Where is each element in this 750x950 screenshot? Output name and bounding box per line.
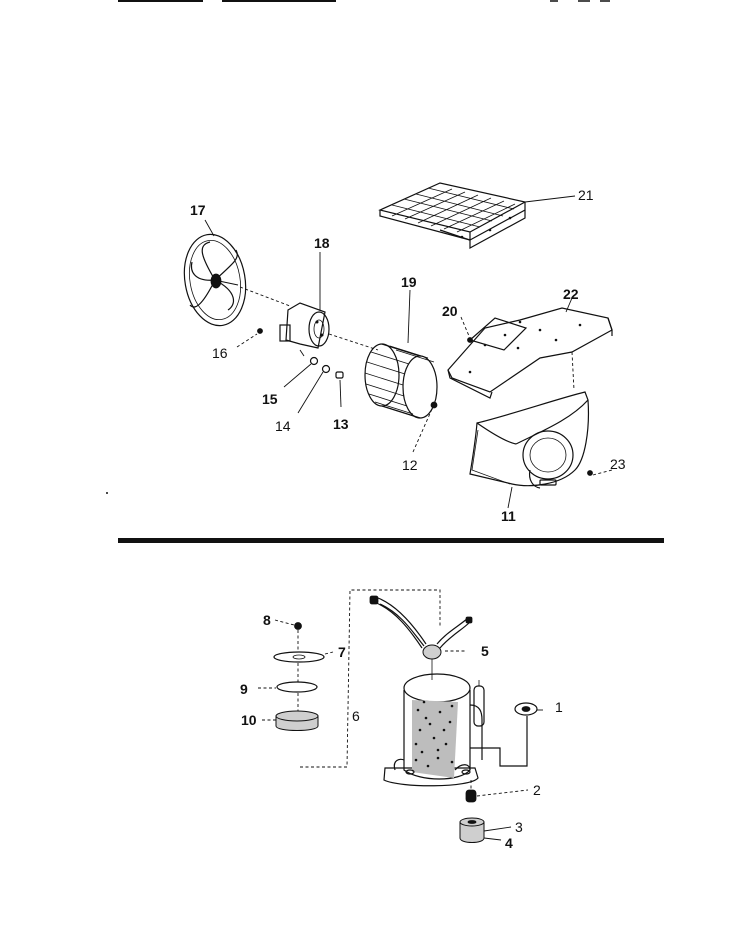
sleeve-part-9 <box>258 663 318 693</box>
callout-15: 15 <box>262 391 278 407</box>
callout-19: 19 <box>401 274 417 290</box>
callout-3: 3 <box>515 819 523 835</box>
nut-part-8 <box>274 619 302 650</box>
callout-1: 1 <box>555 699 563 715</box>
mount-parts-3-4 <box>459 817 512 843</box>
washer-part-7 <box>273 651 334 663</box>
callout-9: 9 <box>240 681 248 697</box>
bolt-part-2 <box>465 780 529 803</box>
washer-part-15 <box>283 356 319 388</box>
compressor-kit-bracket-part-6 <box>300 589 441 768</box>
fan-blade-part-17 <box>183 219 247 327</box>
callout-22: 22 <box>563 286 579 302</box>
callout-21: 21 <box>578 187 594 203</box>
callout-6: 6 <box>352 708 360 724</box>
callout-17: 17 <box>190 202 206 218</box>
screw-part-16 <box>236 328 263 348</box>
set-screw-part-12 <box>412 401 438 453</box>
callout-20: 20 <box>442 303 458 319</box>
callout-7: 7 <box>338 644 346 660</box>
callout-18: 18 <box>314 235 330 251</box>
section-divider <box>118 538 664 543</box>
callout-16: 16 <box>212 345 228 361</box>
callout-4: 4 <box>505 835 513 851</box>
callout-11: 11 <box>501 508 516 524</box>
mounting-bracket-part-22 <box>447 297 613 399</box>
callout-23: 23 <box>610 456 626 472</box>
screw-part-20 <box>460 316 473 343</box>
filter-grille-part-21 <box>378 182 576 250</box>
nut-part-14 <box>297 364 331 414</box>
callout-8: 8 <box>263 612 271 628</box>
callout-2: 2 <box>533 782 541 798</box>
callout-14: 14 <box>275 418 291 434</box>
grommet-part-10 <box>262 693 319 731</box>
blower-wheel-part-19 <box>364 289 438 419</box>
grommet-part-1 <box>514 702 543 716</box>
compressor-body <box>383 673 528 787</box>
callout-10: 10 <box>241 712 257 728</box>
terminal-cover-part-5 <box>369 595 473 680</box>
callout-13: 13 <box>333 416 349 432</box>
blower-housing-part-11 <box>469 391 590 509</box>
callout-5: 5 <box>481 643 489 659</box>
callout-labels: 17 18 19 20 21 22 16 15 14 13 12 23 11 8… <box>190 187 626 851</box>
screw-part-23 <box>587 469 613 476</box>
clip-part-13 <box>335 371 344 408</box>
fan-motor-part-18 <box>239 252 379 357</box>
callout-12: 12 <box>402 457 418 473</box>
